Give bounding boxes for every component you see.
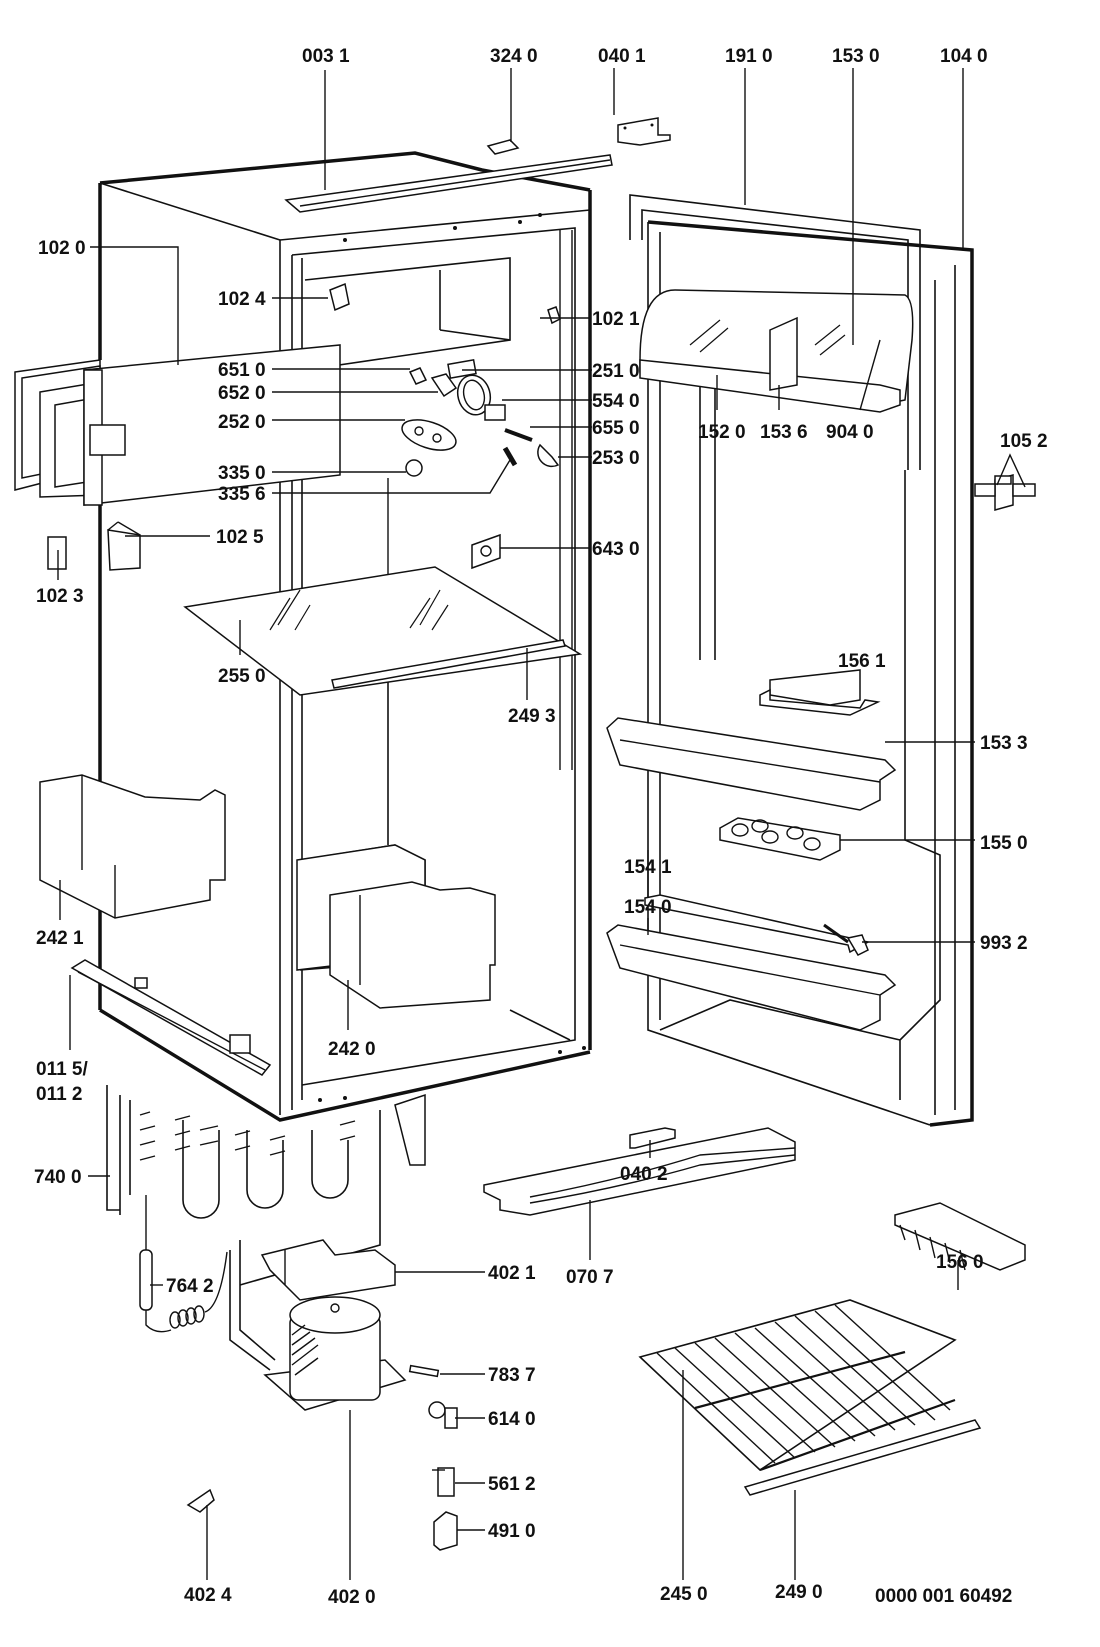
compressor [263, 1296, 407, 1411]
top-rail [284, 154, 613, 213]
label-011-5: 011 5/ [36, 1059, 88, 1080]
label-764-2: 764 2 [166, 1276, 214, 1297]
thermal-protector [428, 1401, 458, 1429]
door-body [629, 194, 974, 1127]
label-252-0: 252 0 [218, 412, 266, 433]
label-253-0: 253 0 [592, 448, 640, 469]
label-040-2: 040 2 [620, 1164, 668, 1185]
label-153-0: 153 0 [832, 46, 880, 67]
label-070-7: 070 7 [566, 1267, 614, 1288]
label-255-0: 255 0 [218, 666, 266, 687]
label-242-1: 242 1 [36, 928, 84, 949]
shelf-front-strip [743, 1419, 982, 1496]
crisper-bin-small [39, 774, 226, 919]
label-102-0: 102 0 [38, 238, 86, 259]
freezer-latch [329, 282, 350, 312]
filter-drier [139, 1195, 228, 1333]
label-491-0: 491 0 [488, 1521, 536, 1542]
label-335-0: 335 0 [218, 463, 266, 484]
egg-tray [719, 817, 841, 861]
start-relay [432, 1467, 455, 1497]
label-554-0: 554 0 [592, 391, 640, 412]
label-402-4: 402 4 [184, 1585, 232, 1606]
bottom-front-rail [70, 959, 272, 1076]
hinge-bracket-top [617, 117, 671, 146]
dairy-compartment [639, 289, 914, 413]
freezer-pin [547, 306, 561, 325]
freezer-hinge-part [47, 536, 67, 570]
label-324-0: 324 0 [490, 46, 538, 67]
label-643-0: 643 0 [592, 539, 640, 560]
glass-shelf [183, 566, 583, 696]
cover-cap [433, 1511, 458, 1551]
label-105-2: 105 2 [1000, 431, 1048, 452]
label-040-1: 040 1 [598, 46, 646, 67]
label-154-0: 154 0 [624, 897, 672, 918]
label-003-1: 003 1 [302, 46, 350, 67]
label-251-0: 251 0 [592, 361, 640, 382]
label-242-0: 242 0 [328, 1039, 376, 1060]
freezer-door [14, 344, 341, 506]
compressor-bracket [260, 1239, 396, 1301]
hinge-bracket-bottom [629, 1127, 676, 1149]
switch-plate [471, 533, 501, 570]
cabinet-body [98, 151, 592, 1122]
label-154-1: 154 1 [624, 857, 672, 878]
label-993-2: 993 2 [980, 933, 1028, 954]
label-249-0: 249 0 [775, 1582, 823, 1603]
label-783-7: 783 7 [488, 1365, 536, 1386]
label-153-3: 153 3 [980, 733, 1028, 754]
label-651-0: 651 0 [218, 360, 266, 381]
corner-block [107, 521, 141, 571]
label-011-2: 011 2 [36, 1084, 83, 1105]
door-hinge-right [974, 474, 1036, 511]
label-402-1: 402 1 [488, 1263, 536, 1284]
crisper-bin-large [296, 844, 496, 1009]
label-614-0: 614 0 [488, 1409, 536, 1430]
label-102-3: 102 3 [36, 586, 84, 607]
part-labels: 003 1 324 0 040 1 191 0 153 0 104 0 102 … [34, 46, 1048, 1608]
thermostat-assembly [401, 358, 560, 477]
label-904-0: 904 0 [826, 422, 874, 443]
bottle-retainer [644, 894, 871, 954]
shelf-trim-strip [331, 639, 566, 689]
ventilation-grille [483, 1127, 796, 1216]
label-104-0: 104 0 [940, 46, 988, 67]
label-561-2: 561 2 [488, 1474, 536, 1495]
ice-cube-tray [894, 1202, 1026, 1271]
butter-box [759, 669, 881, 716]
label-152-0: 152 0 [698, 422, 746, 443]
label-402-0: 402 0 [328, 1587, 376, 1608]
label-102-4: 102 4 [218, 289, 266, 310]
label-245-0: 245 0 [660, 1584, 708, 1605]
label-155-0: 155 0 [980, 833, 1028, 854]
label-740-0: 740 0 [34, 1167, 82, 1188]
label-655-0: 655 0 [592, 418, 640, 439]
label-249-3: 249 3 [508, 706, 556, 727]
label-335-6: 335 6 [218, 484, 266, 505]
door-shelf-upper [606, 717, 897, 811]
label-652-0: 652 0 [218, 383, 266, 404]
label-156-0: 156 0 [936, 1252, 984, 1273]
small-clip [186, 1488, 215, 1513]
document-number: 0000 001 60492 [875, 1586, 1012, 1607]
label-191-0: 191 0 [725, 46, 773, 67]
door-shelf-lower [606, 924, 897, 1031]
label-102-5: 102 5 [216, 527, 264, 548]
leader-lines [57, 68, 1026, 1580]
wire-shelf [638, 1299, 957, 1472]
label-153-6: 153 6 [760, 422, 808, 443]
label-156-1: 156 1 [838, 651, 886, 672]
relay-pin [408, 1364, 440, 1378]
clip-part [486, 139, 520, 155]
door-thermometer [823, 923, 869, 956]
label-102-1: 102 1 [592, 309, 640, 330]
